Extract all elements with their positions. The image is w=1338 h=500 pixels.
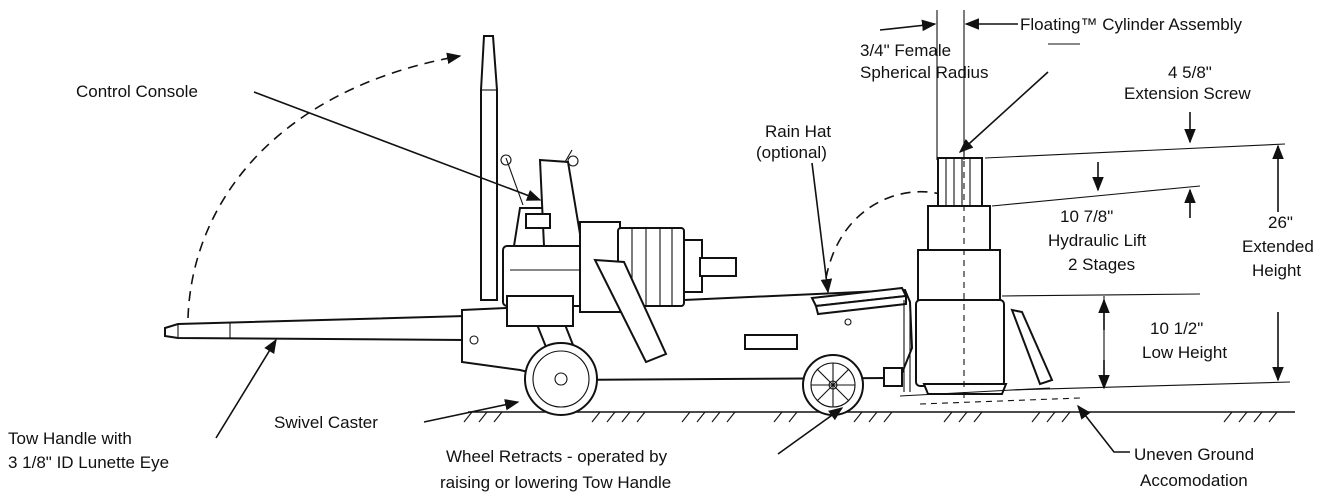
- leader-female-radius: [958, 71, 1049, 153]
- raised-handle: [480, 35, 498, 301]
- ground-line: [463, 411, 1295, 423]
- retract-wheel: [802, 354, 903, 416]
- label-wheel-retracts-line2: raising or lowering Tow Handle: [440, 473, 671, 492]
- label-low-height-text: Low Height: [1142, 343, 1227, 362]
- floating-cylinder-dimension: [879, 10, 1018, 160]
- label-extension-screw-value: 4 5/8": [1168, 63, 1212, 82]
- label-tow-handle-line2: 3 1/8" ID Lunette Eye: [8, 453, 169, 472]
- label-rain-hat-line1: Rain Hat: [765, 122, 831, 141]
- label-female-radius-line2: Spherical Radius: [860, 63, 989, 82]
- label-tow-handle-line1: Tow Handle with: [8, 429, 132, 448]
- label-floating-cylinder: Floating™ Cylinder Assembly: [1020, 15, 1243, 34]
- label-uneven-ground-line1: Uneven Ground: [1134, 445, 1254, 464]
- handle-swing-arc: [187, 52, 462, 319]
- label-hydraulic-lift-stages: 2 Stages: [1068, 255, 1135, 274]
- leader-uneven-ground: [1077, 404, 1130, 453]
- label-control-console: Control Console: [76, 82, 198, 101]
- label-extended-height-value: 26": [1268, 213, 1293, 232]
- tow-handle: [164, 314, 466, 342]
- leader-swivel-caster: [423, 399, 520, 423]
- label-extended-height-text1: Extended: [1242, 237, 1314, 256]
- label-rain-hat-line2: (optional): [756, 143, 827, 162]
- hydraulic-lift-dimension: [991, 162, 1201, 297]
- leader-wheel-retracts: [777, 407, 844, 455]
- label-hydraulic-lift-value: 10 7/8": [1060, 207, 1113, 226]
- rain-hat: [810, 190, 941, 316]
- leader-tow-handle: [215, 338, 277, 439]
- label-uneven-ground-line2: Accomodation: [1140, 471, 1248, 490]
- power-unit: [500, 149, 590, 327]
- cylinder-assembly: [899, 150, 1081, 405]
- label-hydraulic-lift-text: Hydraulic Lift: [1048, 231, 1147, 250]
- low-height-dimension: [1009, 296, 1291, 391]
- extension-screw-dimension: [984, 112, 1286, 159]
- label-female-radius-line1: 3/4" Female: [860, 41, 951, 60]
- motor-assembly: [579, 221, 737, 364]
- label-extension-screw-text: Extension Screw: [1124, 84, 1251, 103]
- label-swivel-caster: Swivel Caster: [274, 413, 378, 432]
- leader-control-console: [253, 91, 542, 201]
- label-extended-height-text2: Height: [1252, 261, 1301, 280]
- label-wheel-retracts-line1: Wheel Retracts - operated by: [446, 447, 668, 466]
- leader-rain-hat: [811, 162, 833, 294]
- label-low-height-value: 10 1/2": [1150, 319, 1203, 338]
